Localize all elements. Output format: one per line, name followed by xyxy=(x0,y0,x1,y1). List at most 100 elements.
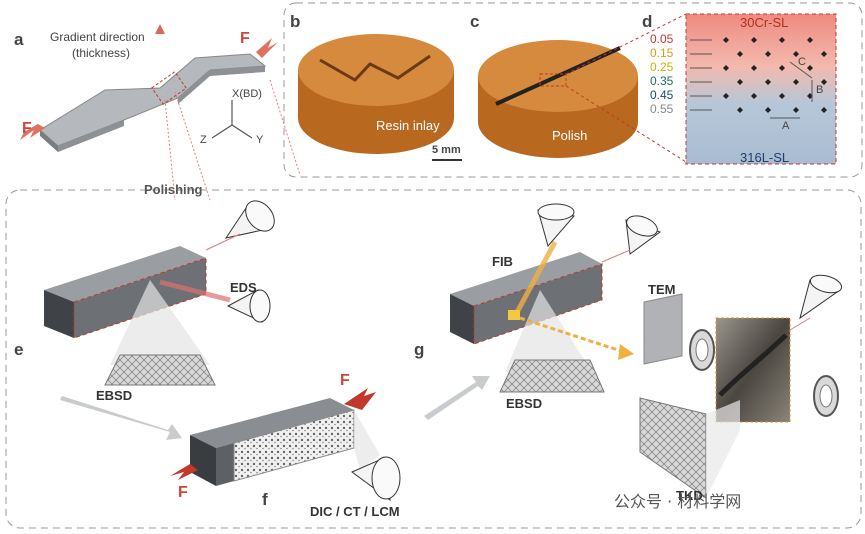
indent-mark xyxy=(723,65,729,71)
force-label-a-left: F xyxy=(22,120,32,137)
tkd-pattern xyxy=(639,397,707,499)
fib-label: FIB xyxy=(492,254,513,269)
eds-beam xyxy=(159,279,231,303)
scale-bar-label: 5 mm xyxy=(432,144,461,156)
indent-mark xyxy=(807,37,813,43)
axis-triad xyxy=(211,100,253,139)
tem-lens-left xyxy=(689,329,715,371)
indent-mark xyxy=(737,79,743,85)
tkd-label: TKD xyxy=(676,488,703,503)
eds-label: EDS xyxy=(230,280,257,295)
axis-y-label: Y xyxy=(256,134,264,146)
fib-beam xyxy=(508,240,558,320)
tkd-projection xyxy=(706,400,740,498)
fraction-label: 0.35 xyxy=(650,74,674,88)
fraction-label: 0.15 xyxy=(650,46,674,60)
bottom-panel-frame xyxy=(5,189,862,529)
axis-x-label: X(BD) xyxy=(232,88,262,100)
panel-label-c: c xyxy=(470,12,480,31)
indent-mark xyxy=(737,51,743,57)
force-label-f-bottom: F xyxy=(178,484,188,501)
indent-mark xyxy=(723,93,729,99)
fib-cone xyxy=(537,203,575,248)
resin-puck-c xyxy=(478,40,638,158)
camera-projection-f xyxy=(354,410,380,470)
indent-mark xyxy=(821,79,827,85)
ebsd-pattern-g xyxy=(499,359,605,393)
axis-z-label: Z xyxy=(200,134,207,146)
dim-a-label: A xyxy=(782,120,790,132)
tem-label: TEM xyxy=(648,282,676,297)
bottom-layer-label: 316L-SL xyxy=(740,150,790,165)
tem-screen xyxy=(643,293,683,365)
force-arrow-left xyxy=(20,124,45,140)
indent-mark xyxy=(793,51,799,57)
force-label-f-top: F xyxy=(340,372,350,389)
camera-cone-f xyxy=(351,456,401,502)
indent-mark xyxy=(779,37,785,43)
detector-cone-e-top xyxy=(224,200,275,239)
indent-mark xyxy=(765,51,771,57)
ebsd-projection-g xyxy=(505,290,592,372)
tem-micrograph xyxy=(715,317,791,423)
specimen-block-e xyxy=(44,246,207,339)
indent-mark xyxy=(821,51,827,57)
panel-label-e: e xyxy=(14,340,24,359)
ebsd-pattern-e xyxy=(104,354,216,386)
gradient-map xyxy=(685,13,837,165)
gradient-direction-label: Gradient direction xyxy=(50,30,145,44)
indent-mark xyxy=(751,65,757,71)
indent-mark xyxy=(737,107,743,113)
indent-mark xyxy=(821,107,827,113)
panel-label-f: f xyxy=(262,490,268,509)
ebsd-projection-e xyxy=(110,280,210,365)
methods-label: DIC / CT / LCM xyxy=(310,504,400,519)
polishing-label: Polishing xyxy=(144,182,203,197)
specimen-block-f xyxy=(190,398,355,486)
indent-mark xyxy=(779,93,785,99)
tensile-specimen xyxy=(39,53,267,152)
panel-label-b: b xyxy=(290,12,301,31)
top-panel-frame xyxy=(283,2,863,178)
tem-lens-right xyxy=(813,375,839,417)
force-arrow-f-top xyxy=(344,388,376,410)
flow-arrow-f-g xyxy=(424,376,490,420)
panel-label-g: g xyxy=(414,340,425,359)
fraction-label: 0.45 xyxy=(650,88,674,102)
indent-mark xyxy=(765,107,771,113)
gauge-section-box xyxy=(151,71,187,105)
sem-cone-right xyxy=(799,274,843,320)
panel-label-a: a xyxy=(14,30,24,49)
indent-mark xyxy=(793,79,799,85)
panel-label-d: d xyxy=(642,12,653,31)
dimension-markers xyxy=(770,61,813,119)
fraction-label: 0.55 xyxy=(650,102,674,116)
indent-mark xyxy=(751,37,757,43)
flow-arrow-e-f xyxy=(60,396,182,440)
fraction-ticks xyxy=(690,39,712,111)
indent-mark xyxy=(779,65,785,71)
fraction-label: 0.25 xyxy=(650,60,674,74)
indent-mark xyxy=(793,107,799,113)
watermark: 公众号 · 材料学网 xyxy=(614,492,742,511)
force-label-a-right: F xyxy=(240,30,250,47)
dim-b-label: B xyxy=(816,84,824,96)
fraction-label: 0.05 xyxy=(650,32,674,46)
ebsd-label-g: EBSD xyxy=(506,396,543,411)
indent-mark xyxy=(723,37,729,43)
eds-detector-cone xyxy=(226,289,271,323)
indent-mark xyxy=(765,79,771,85)
ebsd-label-e: EBSD xyxy=(96,388,133,403)
indent-mark xyxy=(751,93,757,99)
gradient-direction-sublabel: (thickness) xyxy=(72,46,131,60)
top-layer-label: 30Cr-SL xyxy=(740,15,789,30)
resin-inlay-label: Resin inlay xyxy=(376,118,440,133)
sem-cone-g xyxy=(625,215,662,255)
indent-grid xyxy=(723,37,827,113)
resin-puck-b xyxy=(298,34,454,154)
force-arrow-f-bottom xyxy=(170,464,198,480)
force-arrow-right xyxy=(256,38,278,58)
dim-c-label: C xyxy=(798,56,806,68)
indent-mark xyxy=(807,65,813,71)
